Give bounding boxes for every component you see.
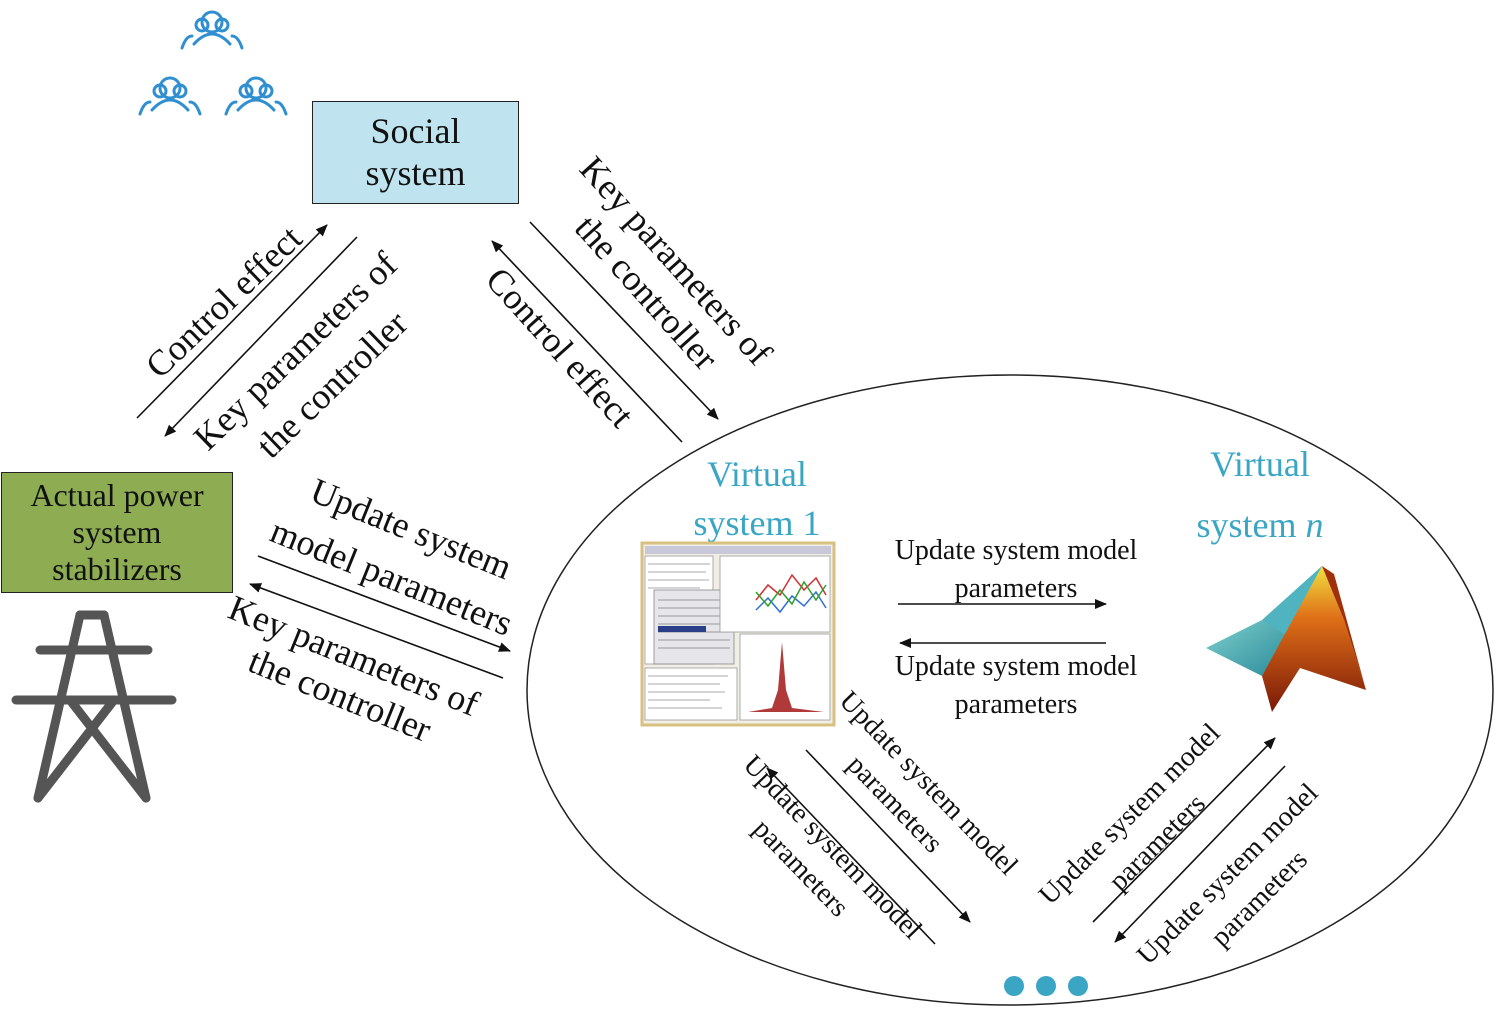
- arrow-v1-up: [766, 767, 936, 945]
- ellipsis-dots-icon: [1004, 976, 1088, 996]
- arrow-update-model: [257, 555, 511, 652]
- actual-power-line1: Actual power: [30, 477, 204, 514]
- virtual-n-line2: system n: [1196, 505, 1323, 545]
- arrow-key-params-right: [529, 221, 719, 420]
- inner-top-line1: Update system model: [895, 535, 1138, 566]
- inner-bottom-line1: Update system model: [895, 651, 1138, 682]
- users-icon: [138, 10, 288, 116]
- social-system-line1: Social: [370, 111, 461, 152]
- arrow-vn-down: [1114, 765, 1286, 943]
- actual-power-line3: stabilizers: [52, 550, 182, 587]
- social-system-line2: system: [365, 152, 466, 193]
- inner-bottom-line2: parameters: [955, 689, 1078, 720]
- actual-power-line2: system: [72, 514, 162, 551]
- social-system-box: Social system: [312, 101, 519, 204]
- arrow-vn-up: [1092, 737, 1276, 923]
- actual-power-system-box: Actual power system stabilizers: [1, 472, 233, 593]
- arrow-control-effect-right: [491, 240, 683, 443]
- virtual-n-line1: Virtual: [1210, 444, 1310, 484]
- inner-top-line2: parameters: [955, 573, 1078, 604]
- transmission-tower-icon: [11, 610, 177, 803]
- arrow-key-params-bottom: [249, 583, 504, 679]
- virtual-1-line1: Virtual: [707, 454, 807, 494]
- virtual-1-line2: system 1: [693, 503, 820, 543]
- virtual-systems-ellipse: [526, 374, 1494, 1006]
- matlab-logo-icon: [1206, 566, 1366, 712]
- arrow-control-effect-left: [136, 224, 328, 419]
- software-screenshot-icon: [640, 541, 836, 727]
- arrow-v1-down: [805, 749, 971, 923]
- arrow-key-params-left: [164, 236, 358, 437]
